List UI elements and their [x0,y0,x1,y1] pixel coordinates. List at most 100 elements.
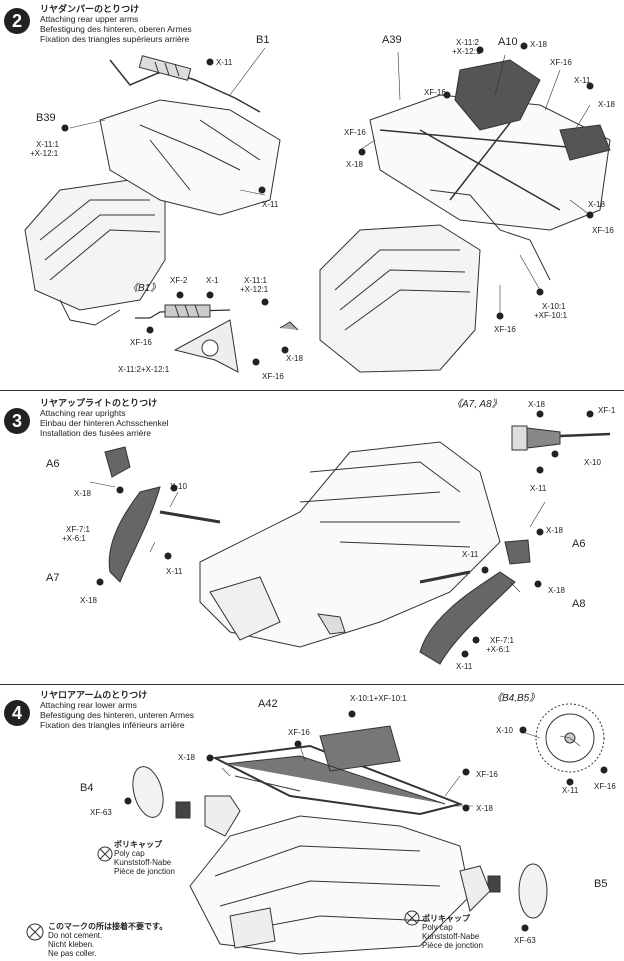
label-a39: A39 [382,34,402,46]
label-xf7b: XF-7:1 [490,636,515,645]
note-en: Poly cap [422,923,453,932]
note-en: Do not cement. [48,931,103,940]
step-4-drawing [26,703,608,955]
label-xf16-c: XF-16 [594,782,616,791]
label-x11-1: X-11:1 [36,140,59,149]
label-x18-a: X-18 [528,400,545,409]
title-de: Befestigung des hinteren, unteren Armes [40,710,195,720]
label-x10-1: X-10:1 [542,302,566,311]
title-jp: リヤアップライトのとりつけ [40,398,158,408]
note-de: Kunststoff-Nabe [114,858,172,867]
label-x11-2: X-11:2 [456,38,479,47]
inset-b4-b5-title: 《B4,B5》 [492,693,540,704]
label-xf7: XF-7:1 [66,525,91,534]
label-x11-d: X-11 [456,662,473,671]
label-x18-c: X-18 [346,160,363,169]
inset-a7-a8-title: 《A7, A8》 [452,399,502,410]
label-x1: X-1 [206,276,219,285]
label-xf16-d: XF-16 [592,226,614,235]
label-x18-d: X-18 [588,200,605,209]
label-xf16-a: XF-16 [288,728,310,737]
step-3-drawing [89,410,611,665]
label-xf63-b: XF-63 [514,936,536,945]
step-titles: リヤアップライトのとりつけ Attaching rear uprights Ei… [40,398,169,438]
step-2-drawing [24,42,611,373]
note-jp: ポリキャップ [422,914,470,923]
label-x11-b: X-11 [166,567,183,576]
label-a7: A7 [46,572,60,584]
label-x11: X-11 [562,786,579,795]
label-x11: X-11 [216,58,233,67]
polycap-note-right: ポリキャップ Poly cap Kunststoff-Nabe Pièce de… [422,914,483,950]
no-cement-note: このマークの所は接着不要です。 Do not cement. Nicht kle… [48,922,167,958]
label-x12-1b: +X-12:1 [452,47,481,56]
label-x18-a: X-18 [178,753,195,762]
title-jp: リヤロアアームのとりつけ [40,690,148,700]
label-x18-b: X-18 [74,489,91,498]
label-xf2: XF-2 [170,276,188,285]
label-b5: B5 [594,878,608,890]
label-a6: A6 [46,458,60,470]
title-en: Attaching rear upper arms [40,14,139,24]
label-x10-xf10: X-10:1+XF-10:1 [350,694,407,703]
separator [0,390,624,391]
label-x6: +X-6:1 [62,534,86,543]
inset-b1-title: 《B1》 [128,283,161,294]
title-de: Befestigung des hinteren, oberen Armes [40,24,192,34]
step-4: 4 リヤロアアームのとりつけ Attaching rear lower arms… [0,686,624,961]
label-xf16-c: XF-16 [344,128,366,137]
label-x18-b: X-18 [476,804,493,813]
upright-a8-right [419,571,516,665]
step-titles: リヤロアアームのとりつけ Attaching rear lower arms B… [40,690,194,730]
label-x11-c: X-11 [462,550,479,559]
label-xf16-b: XF-16 [424,88,446,97]
label-x10-b: X-10 [170,482,187,491]
label-xf16-a: XF-16 [550,58,572,67]
note-fr: Pièce de jonction [114,867,175,876]
note-jp: ポリキャップ [114,840,162,849]
title-en: Attaching rear lower arms [40,700,137,710]
step-titles: リヤダンパーのとりつけ Attaching rear upper arms Be… [40,4,192,44]
damper [138,55,192,81]
label-x18-a: X-18 [530,40,547,49]
note-jp: このマークの所は接着不要です。 [48,922,168,931]
upright-a7-left [108,486,161,583]
hub-b5 [518,863,548,919]
lower-arm-a42 [211,744,464,816]
label-xf16-e: XF-16 [494,325,516,334]
label-x6b: +X-6:1 [486,645,510,654]
label-x11-b: X-11 [262,200,279,209]
label-xf10-1: +XF-10:1 [534,311,568,320]
label-xf63-a: XF-63 [90,808,112,817]
label-xf16-b: XF-16 [476,770,498,779]
label-x18-b: X-18 [598,100,615,109]
label-b4: B4 [80,782,94,794]
note-de: Kunststoff-Nabe [422,932,480,941]
frame-left [99,99,281,216]
label-x18-f: X-18 [286,354,303,363]
title-fr: Fixation des triangles inférieurs arrièr… [40,720,185,730]
label-x11-2b: X-11:2+X-12:1 [118,365,170,374]
label-a6b: A6 [572,538,586,550]
hub-b4 [132,766,164,818]
upright-a6-left [104,446,131,478]
step-2: 2 リヤダンパーのとりつけ Attaching rear upper arms … [0,0,624,388]
label-x18-c: X-18 [80,596,97,605]
step-number: 4 [4,700,30,726]
step-3: 3 リヤアップライトのとりつけ Attaching rear uprights … [0,392,624,684]
step-number: 3 [4,408,30,434]
no-cement-icon [26,846,420,941]
label-b1: B1 [256,34,270,46]
step-number: 2 [4,8,30,34]
separator [0,684,624,685]
note-fr: Pièce de jonction [422,941,483,950]
label-x10: X-10 [496,726,513,735]
title-de: Einbau der hinteren Achsschenkel [40,418,169,428]
title-jp: リヤダンパーのとりつけ [40,4,140,14]
label-b39: B39 [36,112,56,124]
title-fr: Fixation des triangles supérieurs arrièr… [40,34,190,44]
label-a8: A8 [572,598,586,610]
label-xf16-f: XF-16 [130,338,152,347]
note-de: Nicht kleben. [48,940,95,949]
inset-boot [511,425,528,451]
